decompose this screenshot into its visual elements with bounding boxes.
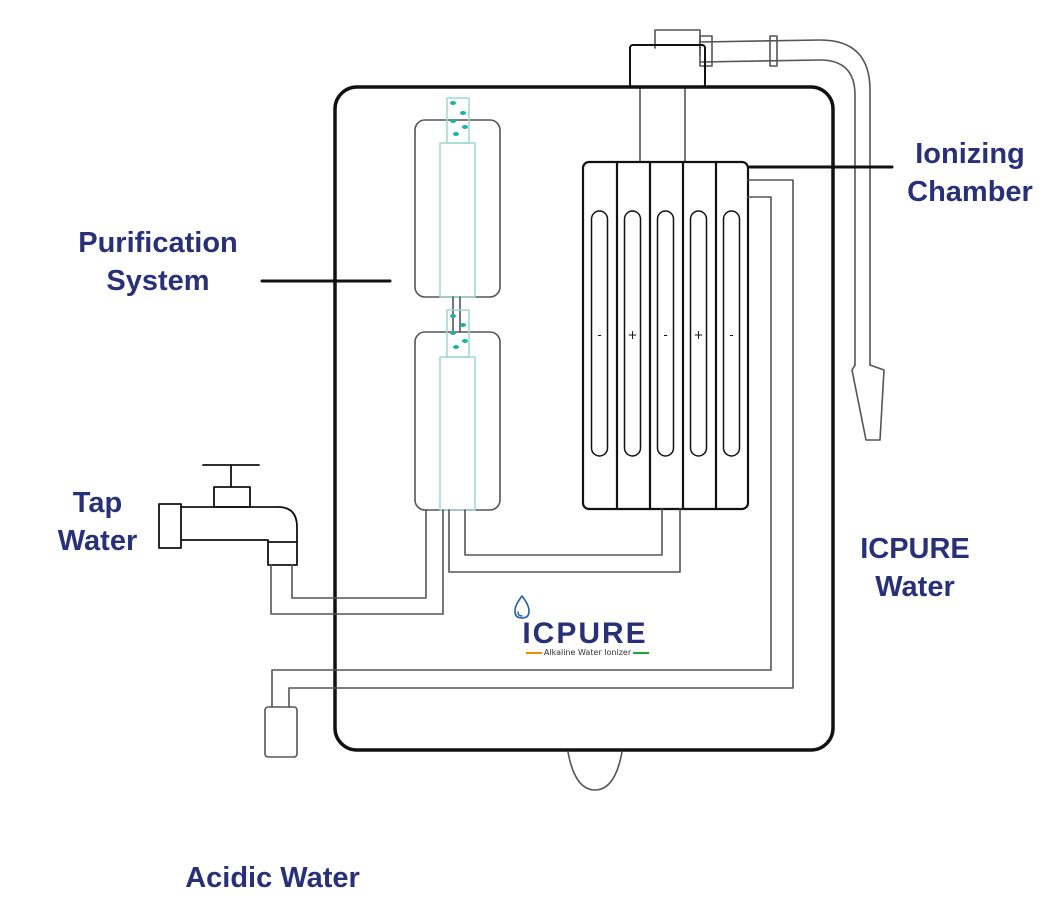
electrode-slots: - + - + - [590, 210, 741, 457]
drip-bowl [567, 751, 623, 791]
electrode-polarity-label: + [693, 328, 703, 342]
filter-bottom-inlet [446, 309, 470, 358]
electrode-slot [689, 210, 708, 457]
electrode-slot [656, 210, 675, 457]
filter-to-chamber-pipe [448, 508, 681, 573]
electrode-polarity-label: - [729, 328, 733, 342]
faucet-icon [158, 464, 298, 566]
acidic-water-label: Acidic Water [185, 862, 360, 894]
purification-filters [414, 97, 501, 511]
electrode-slot [590, 210, 609, 457]
tap-water-label: Tap Water [57, 487, 138, 557]
water-drop-icon [514, 595, 530, 619]
electrode-polarity-label: - [663, 328, 667, 342]
electrode-slot [623, 210, 642, 457]
electrode-polarity-label: - [597, 328, 601, 342]
output-hose [629, 29, 885, 441]
ionizer-housing [333, 85, 835, 752]
filter-top-inlet [446, 97, 470, 144]
filter-bubbles [450, 101, 468, 349]
brand-logo-tagline: Alkaline Water Ionizer [520, 648, 655, 658]
acidic-outlet-pipe [264, 179, 794, 758]
icpure-water-label: ICPURE Water [860, 533, 970, 603]
brand-logo-name: ICPURE [522, 617, 648, 650]
filter-bottom [414, 331, 501, 511]
filter-bottom-core [439, 356, 476, 511]
electrode-slot [722, 210, 741, 457]
ionizing-chamber-label: Ionizing Chamber [907, 138, 1033, 208]
electrode-polarity-label: + [627, 328, 637, 342]
purification-system-label: Purification System [78, 227, 238, 297]
ionizing-chamber: - + - + - [581, 160, 750, 511]
leader-lines [260, 165, 894, 283]
filter-top-core [439, 142, 476, 298]
filter-top [414, 119, 501, 298]
tap-water-pipe [270, 509, 444, 615]
